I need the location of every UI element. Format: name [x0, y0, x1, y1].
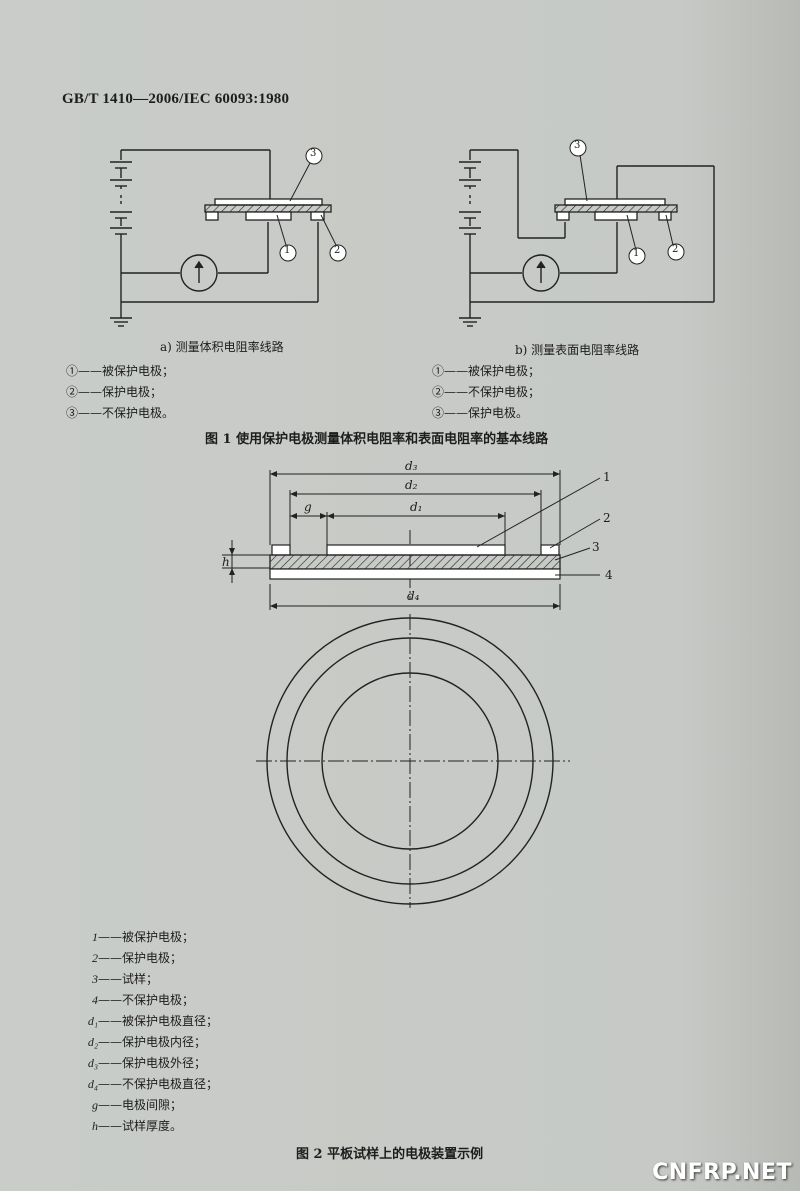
dim-d1-label: d₁: [410, 500, 423, 514]
dim-d2-label: d₂: [405, 478, 418, 492]
fig2-legend-item: h——试样厚度。: [62, 1117, 182, 1134]
legend-text: ——试样；: [98, 972, 159, 986]
fig1a-marker-2: 2: [334, 245, 341, 256]
figure1-title: 图 1 使用保护电极测量体积电阻率和表面电阻率的基本线路: [205, 432, 549, 447]
callout-4: 4: [605, 568, 613, 582]
legend-text: ——被保护电极；: [98, 930, 195, 944]
legend-text: ——保护电极外径；: [98, 1056, 207, 1070]
legend-text: ——试样厚度。: [98, 1119, 183, 1133]
legend-key: 2: [92, 951, 98, 965]
standard-header: GB/T 1410—2006/IEC 60093:1980: [62, 91, 290, 107]
fig2-legend-item: d₄——不保护电极直径；: [62, 1075, 218, 1092]
legend-key: 1: [92, 930, 98, 944]
legend-text: ——保护电极；: [98, 951, 183, 965]
legend-text: ——不保护电极直径；: [98, 1077, 219, 1091]
fig1a-marker-3: 3: [310, 148, 317, 159]
fig2-legend-item: 1——被保护电极；: [62, 928, 194, 945]
dim-g-label: g: [304, 500, 312, 514]
site-watermark: CNFRP.NET: [652, 1160, 792, 1185]
fig1a-legend-item: ①——被保护电极；: [66, 364, 175, 378]
callout-3: 3: [592, 540, 600, 554]
legend-text: ——电极间隙；: [98, 1098, 183, 1112]
fig1b-marker-1: 1: [633, 248, 640, 259]
fig1a-legend-item: ③——不保护电极。: [66, 406, 175, 420]
legend-text: ——保护电极内径；: [98, 1035, 207, 1049]
fig1a-marker-1: 1: [284, 245, 291, 256]
fig2-legend-item: 2——保护电极；: [62, 949, 182, 966]
legend-key: d₄: [87, 1077, 98, 1091]
fig2-legend-item: d₁——被保护电极直径；: [62, 1012, 218, 1029]
fig1a-caption: a) 测量体积电阻率线路: [160, 340, 284, 354]
fig2-legend-item: g——电极间隙；: [62, 1096, 182, 1113]
legend-key: 4: [92, 993, 98, 1007]
fig2-legend-item: d₃——保护电极外径；: [62, 1054, 206, 1071]
fig1b-marker-3: 3: [574, 140, 581, 151]
legend-key: d₂: [87, 1035, 98, 1049]
legend-key: d₁: [87, 1014, 98, 1028]
fig1b-legend-item: ②——不保护电极；: [432, 385, 541, 399]
legend-key: 3: [92, 972, 98, 986]
callout-1: 1: [603, 470, 611, 484]
fig1b-legend-item: ①——被保护电极；: [432, 364, 541, 378]
dim-d4-label: d₄: [407, 589, 420, 603]
legend-key: h: [92, 1119, 98, 1133]
legend-key: d₃: [87, 1056, 98, 1070]
fig1b-marker-2: 2: [672, 244, 679, 255]
fig2-legend-item: 4——不保护电极；: [62, 991, 194, 1008]
legend-text: ——不保护电极；: [98, 993, 195, 1007]
dim-d3-label: d₃: [405, 459, 418, 473]
figure2-title: 图 2 平板试样上的电极装置示例: [296, 1147, 484, 1162]
callout-2: 2: [603, 511, 611, 525]
fig1a-legend-item: ②——保护电极；: [66, 385, 163, 399]
dim-h-label: h: [222, 555, 230, 569]
fig1b-caption: b) 测量表面电阻率线路: [515, 343, 640, 357]
fig2-legend-item: d₂——保护电极内径；: [62, 1033, 206, 1050]
legend-key: g: [92, 1098, 98, 1112]
fig1b-legend-item: ③——保护电极。: [432, 406, 529, 420]
legend-text: ——被保护电极直径；: [98, 1014, 219, 1028]
fig2-legend-item: 3——试样；: [62, 970, 158, 987]
